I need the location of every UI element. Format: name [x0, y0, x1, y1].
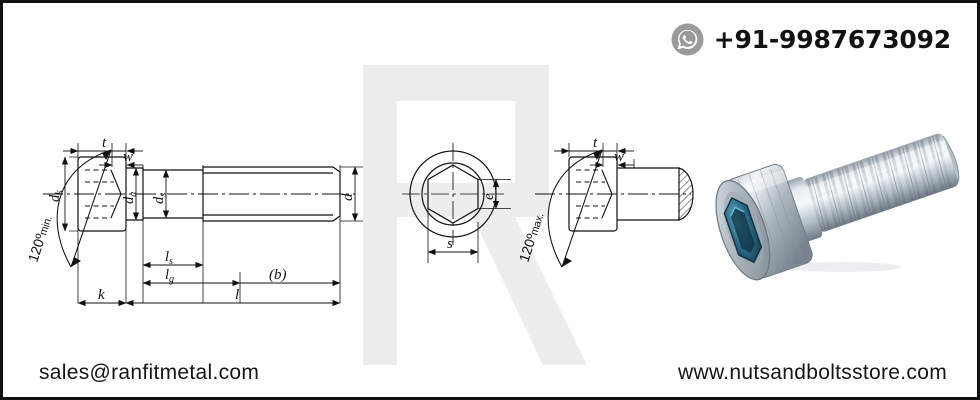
technical-drawing: t w dk da ds d ls lg (b) k l 120ºmin. e … [3, 67, 703, 327]
phone-number[interactable]: +91-9987673092 [713, 24, 951, 54]
label-lg: lg [165, 267, 174, 285]
label-e: e [481, 193, 497, 200]
label-d: d [340, 193, 356, 201]
label-w2: w [614, 149, 624, 165]
label-s: s [447, 236, 453, 252]
label-l: l [235, 287, 239, 303]
whatsapp-icon[interactable] [671, 23, 704, 56]
label-b: (b) [269, 267, 287, 283]
label-angle-max: 120ºmax. [516, 210, 547, 264]
website-url[interactable]: www.nutsandboltsstore.com [678, 361, 947, 384]
contact-header: +91-9987673092 [671, 19, 951, 59]
label-ls: ls [165, 249, 173, 267]
product-photo [715, 115, 977, 287]
label-dk: dk [47, 190, 65, 202]
label-angle-min: 120ºmin. [25, 213, 55, 264]
label-w: w [123, 149, 133, 165]
label-t: t [102, 135, 107, 151]
label-ds: ds [151, 193, 169, 204]
label-t2: t [593, 135, 598, 151]
label-k: k [98, 287, 105, 303]
email-address[interactable]: sales@ranfitmetal.com [39, 361, 260, 384]
